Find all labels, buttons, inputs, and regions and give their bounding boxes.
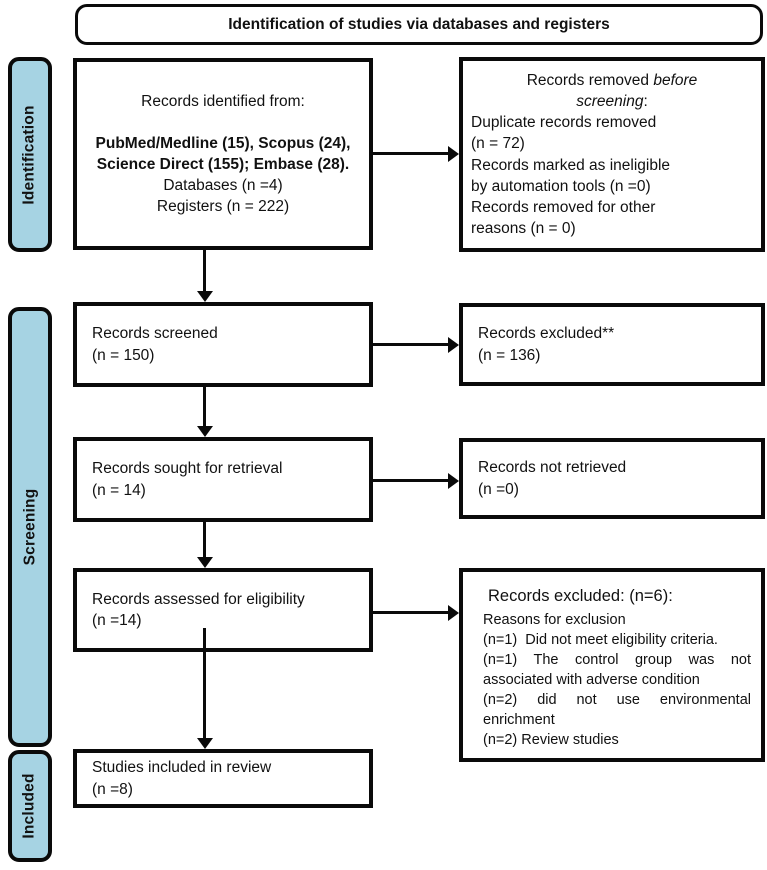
box-records-excluded: Records excluded** (n = 136) (459, 303, 765, 386)
exclusion-reason: Reasons for exclusion (483, 612, 626, 629)
arrow-screened-to-excluded (373, 336, 459, 353)
arrow-assessed-to-exclusion-reasons (373, 604, 459, 621)
records-removed-heading-post: : (643, 93, 648, 111)
records-removed-heading-pre: Records removed (526, 72, 654, 90)
sidebar-stage-included: Included (8, 750, 52, 862)
records-assessed-text: Records assessed for eligibility (n =14) (92, 590, 305, 629)
exclusion-reasons-heading: Records excluded: (n=6): (488, 587, 673, 605)
records-not-retrieved-text: Records not retrieved (n =0) (478, 459, 627, 498)
box-records-identified: Records identified from: PubMed/Medline … (73, 58, 373, 250)
studies-included-text: Studies included in review (n =8) (92, 759, 272, 798)
arrow-identified-to-removed (373, 145, 459, 162)
box-records-sought: Records sought for retrieval (n = 14) (73, 437, 373, 522)
arrow-sought-to-not-retrieved (373, 472, 459, 489)
sidebar-stage-screening: Screening (8, 307, 52, 747)
records-excluded-text: Records excluded** (n = 136) (478, 325, 615, 364)
exclusion-reason: (n=1) The control group was not associat… (483, 652, 751, 689)
box-records-removed: Records removed before screening: Duplica… (459, 57, 765, 252)
stage-label-identification: Identification (21, 104, 38, 205)
box-studies-included: Studies included in review (n =8) (73, 749, 373, 808)
exclusion-reason: (n=1) Did not meet eligibility criteria. (483, 632, 718, 649)
exclusion-reason: (n=2) Review studies (483, 732, 619, 749)
sidebar-stage-identification: Identification (8, 57, 52, 252)
box-exclusion-reasons: Records excluded: (n=6): Reasons for exc… (459, 568, 765, 762)
records-identified-registers: Registers (n = 222) (156, 198, 290, 216)
exclusion-reason: (n=2) did not use environmental enrichme… (483, 692, 751, 729)
page-title: Identification of studies via databases … (228, 15, 610, 33)
records-identified-intro: Records identified from: (141, 92, 305, 110)
records-removed-item: Duplicate records removed (n = 72) (471, 114, 657, 153)
records-sought-text: Records sought for retrieval (n = 14) (92, 460, 283, 499)
records-removed-heading-italic1: before (653, 72, 698, 90)
records-identified-sources: PubMed/Medline (15), Scopus (24), Scienc… (95, 134, 351, 173)
arrow-assessed-to-included (196, 628, 213, 749)
records-screened-text: Records screened (n = 150) (92, 325, 218, 364)
arrow-identified-to-screened (196, 250, 213, 302)
box-records-screened: Records screened (n = 150) (73, 302, 373, 387)
arrow-screened-to-sought (196, 387, 213, 437)
stage-label-screening: Screening (21, 488, 38, 566)
records-identified-databases: Databases (n =4) (163, 177, 283, 195)
records-removed-item: Records removed for other reasons (n = 0… (471, 198, 656, 237)
records-removed-item: Records marked as ineligible by automati… (471, 156, 671, 195)
arrow-sought-to-assessed (196, 521, 213, 568)
records-removed-heading-italic2: screening (576, 93, 644, 111)
stage-label-included: Included (21, 773, 39, 839)
records-removed-heading: Records removed before screening: (471, 70, 753, 112)
box-records-assessed: Records assessed for eligibility (n =14) (73, 568, 373, 652)
box-records-not-retrieved: Records not retrieved (n =0) (459, 438, 765, 519)
header-box: Identification of studies via databases … (75, 4, 763, 45)
